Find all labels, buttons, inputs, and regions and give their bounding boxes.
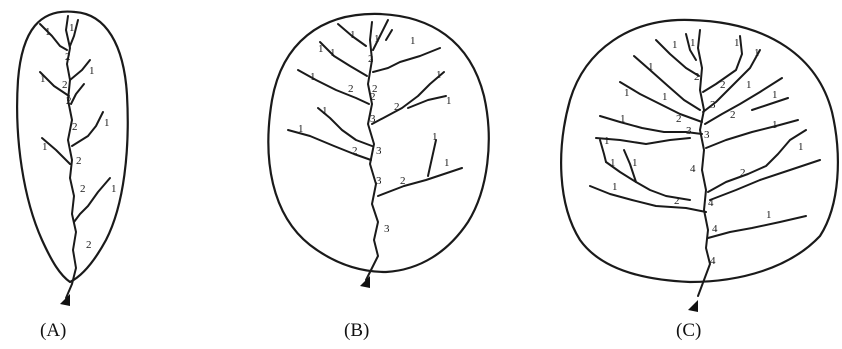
panel-a: 1 1 2 1 1 2 2 1 1 2 2 1 2 2 (A) xyxy=(16,10,129,341)
panel-b-stream-network xyxy=(287,19,463,281)
order-label: 1 xyxy=(104,117,110,129)
order-label: 1 xyxy=(690,37,696,49)
panel-c: 1 1 1 1 1 2 1 2 1 3 1 1 2 1 2 3 3 1 1 1 … xyxy=(560,18,839,341)
panel-b: 1 1 1 1 1 2 1 2 1 2 2 1 1 2 3 1 3 1 3 2 … xyxy=(267,12,490,341)
order-label: 1 xyxy=(42,141,48,153)
panel-c-order-labels: 1 1 1 1 1 2 1 2 1 3 1 1 2 1 2 3 3 1 1 1 … xyxy=(604,37,804,267)
order-label: 1 xyxy=(772,89,778,101)
order-label: 4 xyxy=(708,197,714,209)
panel-c-stream-network xyxy=(589,29,821,297)
order-label: 1 xyxy=(298,123,304,135)
panel-c-label: (C) xyxy=(676,320,701,341)
order-label: 1 xyxy=(620,113,626,125)
order-label: 1 xyxy=(374,33,380,45)
order-label: 1 xyxy=(89,65,95,77)
order-label: 4 xyxy=(712,223,718,235)
order-label: 1 xyxy=(734,37,740,49)
order-label: 2 xyxy=(674,195,680,207)
order-label: 3 xyxy=(686,125,692,137)
order-label: 2 xyxy=(368,53,374,65)
order-label: 1 xyxy=(446,95,452,107)
panel-b-label: (B) xyxy=(344,320,369,341)
order-label: 1 xyxy=(662,91,668,103)
order-label: 1 xyxy=(410,35,416,47)
order-label: 2 xyxy=(730,109,736,121)
order-label: 1 xyxy=(432,131,438,143)
order-label: 2 xyxy=(676,113,682,125)
order-label: 2 xyxy=(720,79,726,91)
order-label: 2 xyxy=(352,145,358,157)
order-label: 1 xyxy=(45,26,51,38)
panel-c-basin-outline xyxy=(560,18,839,284)
order-label: 2 xyxy=(80,183,86,195)
panel-a-order-labels: 1 1 2 1 1 2 2 1 1 2 2 1 2 2 xyxy=(40,22,117,251)
order-label: 2 xyxy=(65,51,71,63)
order-label: 2 xyxy=(694,71,700,83)
order-label: 1 xyxy=(754,47,760,59)
order-label: 2 xyxy=(66,95,72,107)
order-label: 1 xyxy=(672,39,678,51)
order-label: 3 xyxy=(704,129,710,141)
order-label: 1 xyxy=(318,43,324,55)
order-label: 2 xyxy=(400,175,406,187)
order-label: 1 xyxy=(330,47,336,59)
order-label: 4 xyxy=(710,255,716,267)
panel-b-basin-outline xyxy=(267,12,490,274)
panel-a-label: (A) xyxy=(40,320,66,341)
order-label: 2 xyxy=(370,91,376,103)
order-label: 1 xyxy=(111,183,117,195)
order-label: 3 xyxy=(376,175,382,187)
order-label: 4 xyxy=(690,163,696,175)
order-label: 1 xyxy=(772,119,778,131)
order-label: 1 xyxy=(310,71,316,83)
order-label: 2 xyxy=(72,121,78,133)
order-label: 1 xyxy=(436,69,442,81)
panel-b-order-labels: 1 1 1 1 1 2 1 2 1 2 2 1 1 2 3 1 3 1 3 2 … xyxy=(298,29,452,235)
order-label: 1 xyxy=(444,157,450,169)
order-label: 1 xyxy=(40,73,46,85)
order-label: 1 xyxy=(624,87,630,99)
order-label: 1 xyxy=(322,105,328,117)
order-label: 3 xyxy=(710,99,716,111)
order-label: 2 xyxy=(76,155,82,167)
order-label: 3 xyxy=(370,113,376,125)
order-label: 2 xyxy=(740,167,746,179)
order-label: 1 xyxy=(766,209,772,221)
order-label: 1 xyxy=(648,61,654,73)
panel-b-outlet-arrow xyxy=(360,276,370,288)
panel-a-outlet-arrow xyxy=(60,294,70,306)
order-label: 1 xyxy=(610,157,616,169)
panel-c-outlet-arrow xyxy=(688,300,698,312)
order-label: 1 xyxy=(632,157,638,169)
order-label: 1 xyxy=(798,141,804,153)
order-label: 2 xyxy=(86,239,92,251)
panel-a-basin-outline xyxy=(16,10,129,284)
order-label: 2 xyxy=(394,101,400,113)
order-label: 1 xyxy=(604,135,610,147)
order-label: 1 xyxy=(69,22,75,34)
order-label: 3 xyxy=(384,223,390,235)
order-label: 2 xyxy=(62,79,68,91)
order-label: 2 xyxy=(348,83,354,95)
order-label: 2 xyxy=(372,83,378,95)
order-label: 3 xyxy=(376,145,382,157)
order-label: 1 xyxy=(612,181,618,193)
order-label: 1 xyxy=(350,29,356,41)
panel-a-stream-network xyxy=(39,15,111,299)
order-label: 1 xyxy=(746,79,752,91)
